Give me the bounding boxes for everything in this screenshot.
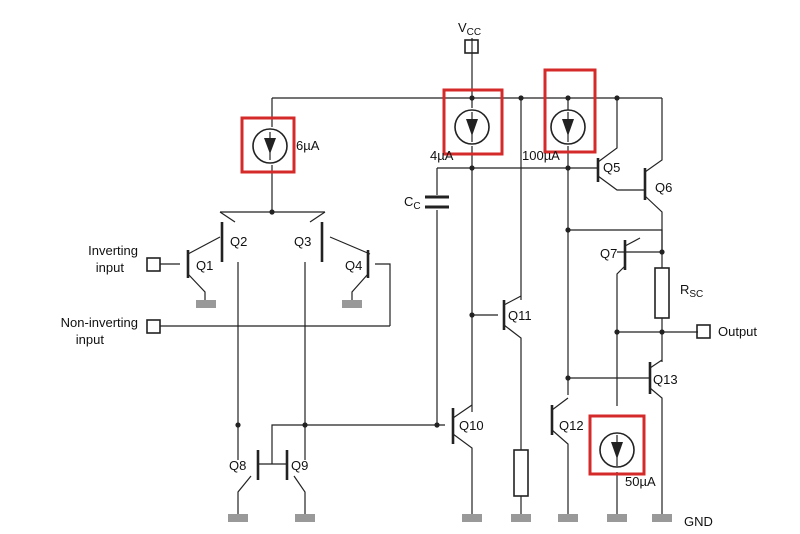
current-50ua-label: 50µA <box>625 474 656 489</box>
q6-label: Q6 <box>655 180 672 195</box>
transistor-bases <box>186 158 652 480</box>
q11-label: Q11 <box>508 308 532 323</box>
q10-label: Q10 <box>459 418 484 433</box>
q9-label: Q9 <box>291 458 308 473</box>
current-source-6ua <box>252 128 288 164</box>
highlight-box-6ua <box>240 116 296 174</box>
capacitor-cc <box>425 195 449 209</box>
noninverting-input-label: Non-inverting <box>61 315 138 330</box>
junction-dots <box>235 95 665 428</box>
vcc-terminal <box>464 39 479 54</box>
current-100ua-label: 100µA <box>522 148 560 163</box>
q12-label: Q12 <box>559 418 584 433</box>
inverting-input-label: Inverting <box>88 243 138 258</box>
current-6ua-label: 6µA <box>296 138 320 153</box>
inverting-input-terminal[interactable] <box>146 257 161 272</box>
q7-label: Q7 <box>600 246 617 261</box>
q5-label: Q5 <box>603 160 620 175</box>
current-4ua-label: 4µA <box>430 148 454 163</box>
current-source-50ua <box>599 432 635 468</box>
resistor-rsc <box>654 267 670 319</box>
highlight-box-100ua <box>543 68 597 154</box>
noninverting-input-terminal[interactable] <box>146 319 161 334</box>
output-label: Output <box>718 324 757 339</box>
q8-label: Q8 <box>229 458 246 473</box>
highlight-box-50ua <box>588 414 646 476</box>
current-source-4ua <box>454 109 490 145</box>
gnd-label: GND <box>684 514 713 529</box>
inverting-input-label-2: input <box>96 260 125 275</box>
vcc-label: VCC <box>458 20 481 38</box>
q4-label: Q4 <box>345 258 362 273</box>
highlight-box-4ua <box>442 88 504 156</box>
output-terminal[interactable] <box>696 324 711 339</box>
resistor-q11 <box>513 449 529 497</box>
wires <box>160 38 698 514</box>
q13-label: Q13 <box>653 372 678 387</box>
cc-label: CC <box>404 194 421 212</box>
q3-label: Q3 <box>294 234 311 249</box>
q1-label: Q1 <box>196 258 213 273</box>
current-source-100ua <box>550 109 586 145</box>
q2-label: Q2 <box>230 234 247 249</box>
noninverting-input-label-2: input <box>76 332 105 347</box>
ground-symbols <box>196 300 672 522</box>
rsc-label: RSC <box>680 282 703 300</box>
